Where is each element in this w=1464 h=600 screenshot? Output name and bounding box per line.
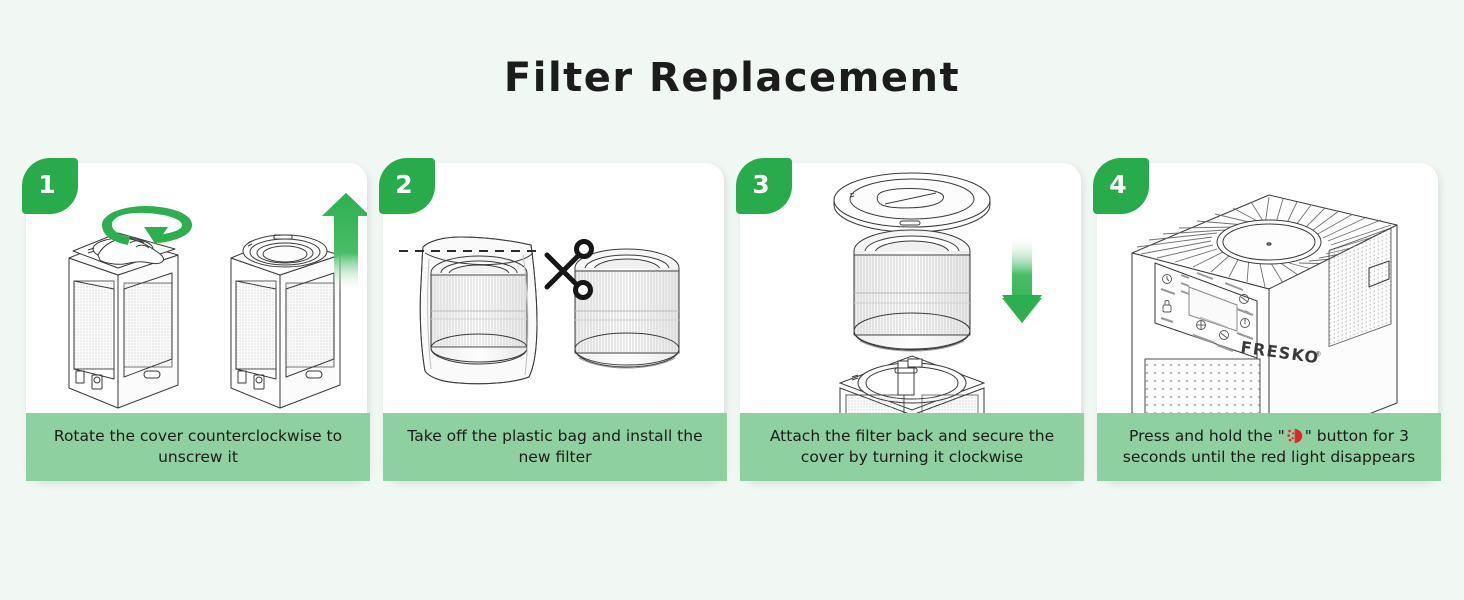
svg-text:®: ®: [1314, 350, 1322, 359]
step-badge-2: 2: [379, 158, 435, 214]
scissors-icon: [544, 239, 594, 300]
control-panel: [1154, 262, 1258, 359]
illustration-control-panel: FRESKO ®: [1131, 194, 1398, 418]
page-title: Filter Replacement: [503, 55, 961, 101]
illustration-plastic-bag-filter: [399, 236, 680, 385]
step-caption-text-3: Attach the filter back and secure the co…: [769, 427, 1055, 466]
step-caption-text-4-after: " button for 3 seconds until the red lig…: [1122, 427, 1416, 466]
step-badge-1: 1: [22, 158, 78, 214]
illustration-attach-filter: [833, 172, 1042, 418]
step-caption-text-4-before: Press and hold the ": [1129, 427, 1285, 445]
step-card-4: 4: [1093, 158, 1441, 481]
step-card-2: 2: [379, 158, 727, 481]
purifier-base: [838, 355, 986, 418]
steps-container: 1: [22, 158, 1441, 481]
new-filter: [574, 248, 680, 369]
bagged-filter: [419, 236, 538, 385]
filter-cover: [833, 172, 991, 233]
step-caption-text-2: Take off the plastic bag and install the…: [407, 427, 703, 466]
step-caption-text-1: Rotate the cover counterclockwise to uns…: [53, 427, 343, 466]
step-caption-text-4: Press and hold the "" button for 3 secon…: [1111, 426, 1427, 468]
step-badge-3: 3: [736, 158, 792, 214]
replacement-filter: [853, 229, 971, 352]
step-card-3: 3: [736, 158, 1084, 481]
down-arrow-icon: [1002, 235, 1042, 323]
step-caption-2: Take off the plastic bag and install the…: [383, 413, 727, 481]
filter-reset-icon: [1287, 428, 1302, 444]
step-caption-4: Press and hold the "" button for 3 secon…: [1097, 413, 1441, 481]
up-arrow-icon: [322, 193, 367, 293]
illustration-rotate-cover: [68, 193, 367, 409]
rotation-arrow-icon: [102, 205, 192, 245]
step-card-1: 1: [22, 158, 370, 481]
step-caption-3: Attach the filter back and secure the co…: [740, 413, 1084, 481]
step-caption-1: Rotate the cover counterclockwise to uns…: [26, 413, 370, 481]
step-badge-4: 4: [1093, 158, 1149, 214]
